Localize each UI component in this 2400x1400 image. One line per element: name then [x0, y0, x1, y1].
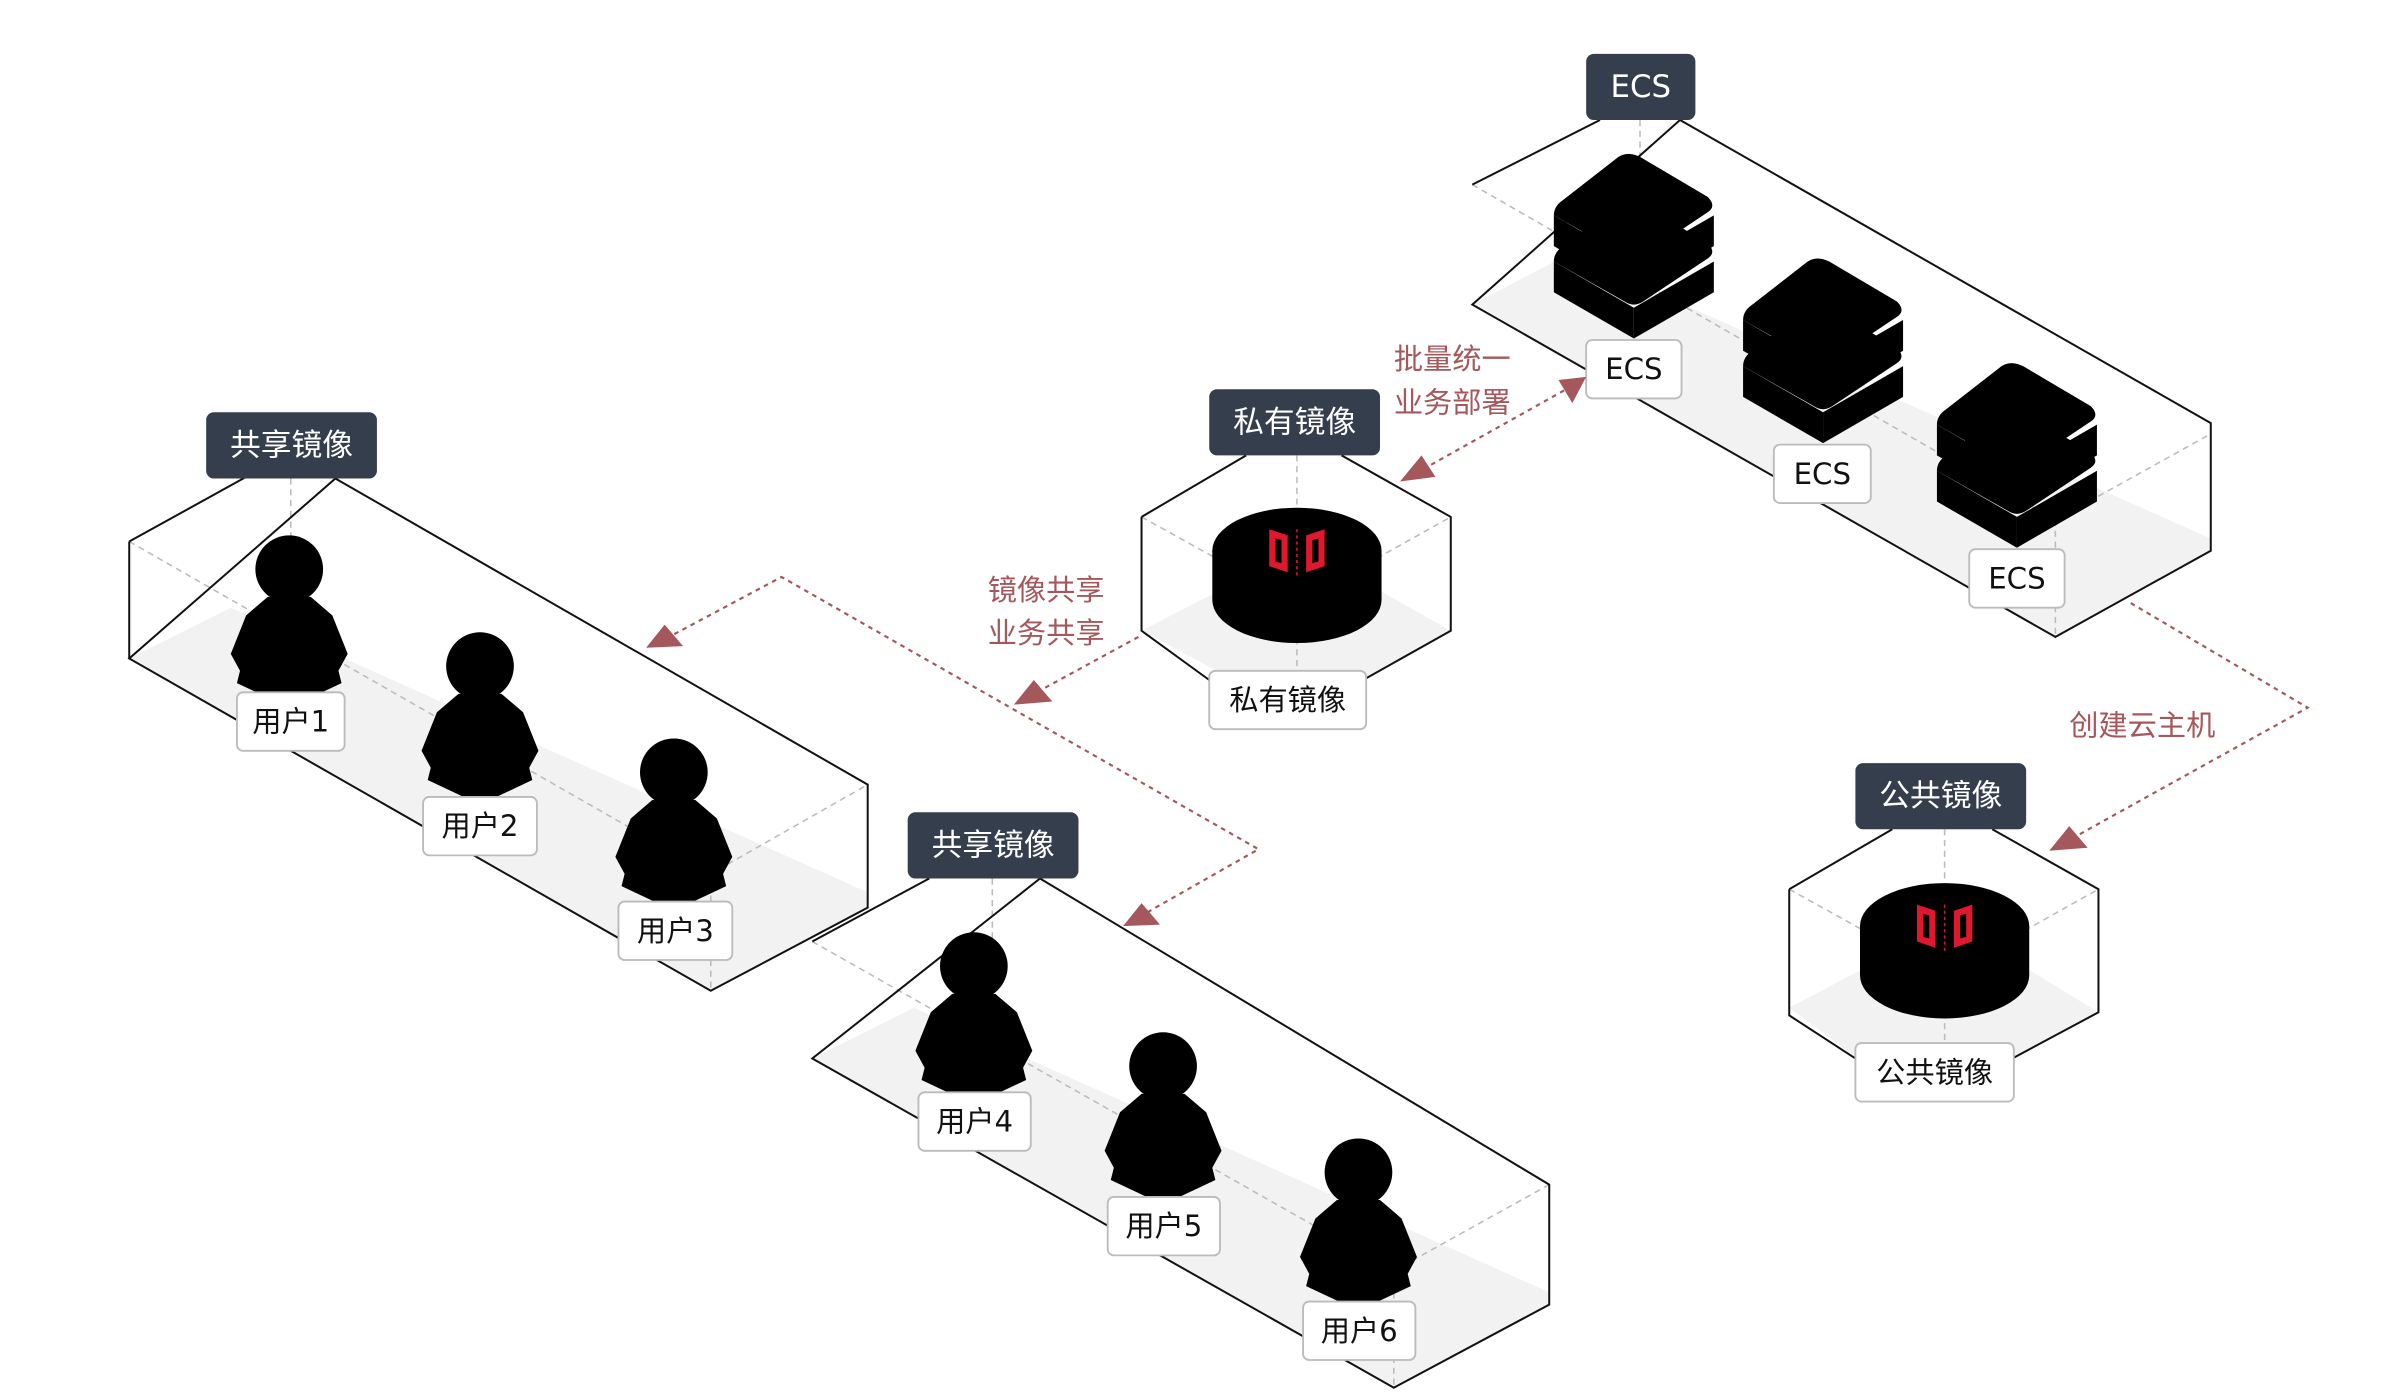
group-title: 共享镜像 — [907, 812, 1079, 879]
group-title-text: ECS — [1611, 69, 1671, 105]
node-tag[interactable]: 私有镜像 — [1208, 669, 1368, 731]
user-tag[interactable]: 用户3 — [617, 900, 734, 961]
flow-image-share: 镜像共享 业务共享 — [646, 573, 1261, 927]
user-label: 用户3 — [637, 914, 714, 948]
user-label: 用户1 — [252, 705, 329, 739]
user-label: 用户5 — [1125, 1209, 1202, 1243]
user-tag[interactable]: 用户6 — [1302, 1300, 1417, 1361]
user-icon — [230, 535, 348, 708]
group-title: ECS — [1586, 53, 1696, 120]
user-tag[interactable]: 用户2 — [422, 796, 538, 857]
server-label: ECS — [1988, 561, 2045, 595]
user-tag[interactable]: 用户4 — [917, 1091, 1032, 1152]
user-label: 用户4 — [936, 1105, 1013, 1139]
group-title-text: 共享镜像 — [932, 827, 1055, 863]
server-tag[interactable]: ECS — [1968, 548, 2066, 609]
user-label: 用户2 — [441, 809, 518, 843]
flow-label: 业务共享 — [988, 616, 1105, 650]
flow-label: 创建云主机 — [2069, 708, 2215, 742]
flow-batch-deploy: 批量统一 业务部署 — [1394, 342, 1587, 482]
flow-label: 批量统一 — [1394, 342, 1511, 376]
user-icon — [421, 632, 539, 805]
arrowhead-icon — [1400, 455, 1436, 482]
flow-create-vm: 创建云主机 — [2049, 602, 2310, 851]
node-title-text: 公共镜像 — [1879, 778, 2002, 814]
user-icon — [615, 738, 733, 911]
user-icon — [1300, 1138, 1417, 1311]
flow-label: 镜像共享 — [988, 573, 1105, 607]
user-icon — [1104, 1032, 1222, 1205]
node-title-text: 私有镜像 — [1233, 404, 1356, 440]
arrowhead-icon — [2049, 826, 2088, 851]
image-disk-icon — [1211, 506, 1383, 644]
node-title: 公共镜像 — [1855, 763, 2027, 830]
shared-image-group-1: 共享镜像 用户1 用户2 用户3 — [127, 412, 869, 992]
group-title-text: 共享镜像 — [230, 427, 353, 463]
server-tag[interactable]: ECS — [1772, 443, 1872, 504]
arrowhead-icon — [646, 624, 684, 648]
ecs-group: ECS ECS ECS ECS — [1470, 53, 2212, 639]
node-tag[interactable]: 公共镜像 — [1854, 1042, 2015, 1103]
user-icon — [915, 932, 1033, 1105]
shared-image-group-2: 共享镜像 用户4 用户5 用户6 — [810, 812, 1551, 1389]
group-title: 共享镜像 — [206, 412, 377, 479]
node-label: 私有镜像 — [1229, 683, 1346, 717]
node-title: 私有镜像 — [1209, 389, 1380, 456]
private-image-node: 私有镜像 私有镜像 — [1140, 389, 1452, 731]
arrowhead-icon — [1123, 903, 1160, 927]
user-tag[interactable]: 用户1 — [236, 691, 346, 752]
arrowhead-icon — [1013, 680, 1053, 705]
image-disk-icon — [1859, 882, 2030, 1020]
server-label: ECS — [1605, 352, 1662, 386]
server-label: ECS — [1794, 457, 1851, 491]
node-label: 公共镜像 — [1876, 1055, 1993, 1089]
public-image-node: 公共镜像 公共镜像 — [1788, 763, 2100, 1103]
arrowhead-icon — [1558, 376, 1587, 404]
server-tag[interactable]: ECS — [1585, 339, 1683, 400]
user-label: 用户6 — [1321, 1314, 1398, 1348]
user-tag[interactable]: 用户5 — [1106, 1196, 1221, 1257]
flow-label: 业务部署 — [1394, 385, 1511, 419]
